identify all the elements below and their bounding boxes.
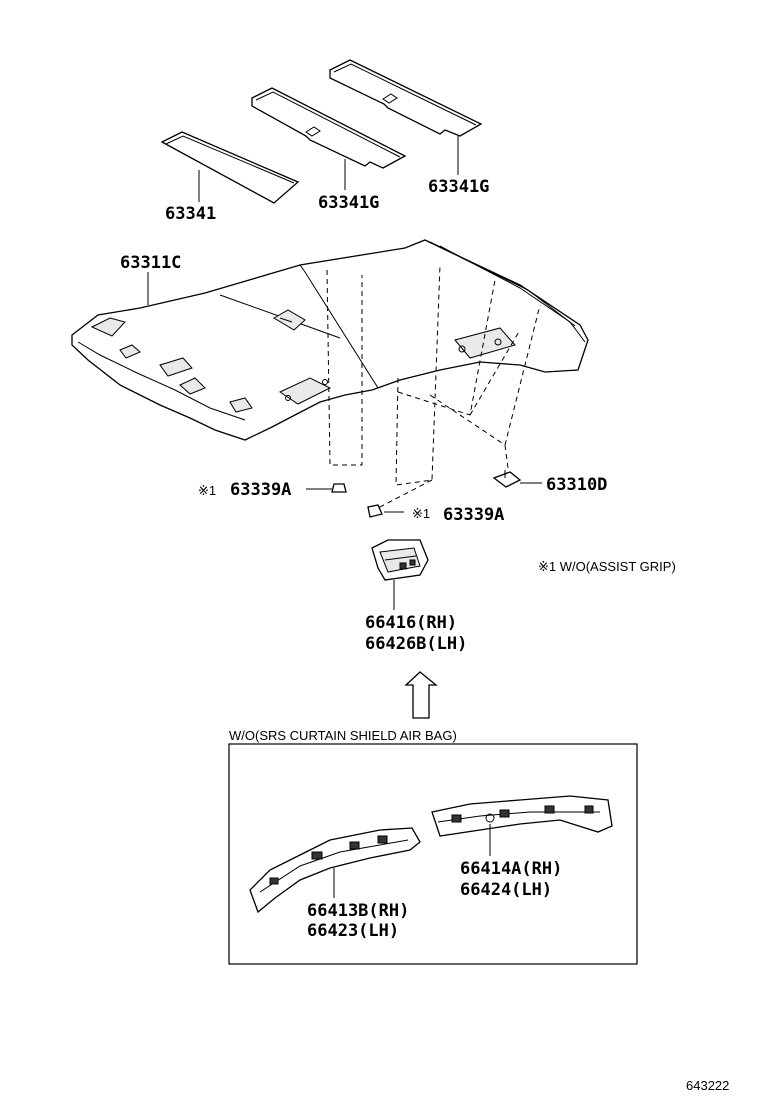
label-63339a-center: 63339A: [443, 505, 504, 525]
label-63341g-rear: 63341G: [428, 177, 489, 197]
variant-box: [228, 743, 638, 965]
label-66423-lh: 66423(LH): [307, 921, 399, 941]
headliner: [71, 239, 589, 441]
rail-front: [249, 827, 421, 914]
clip-63310d: [492, 470, 542, 488]
pad-rear: [329, 59, 483, 137]
assist-grip-note: ※1 W/O(ASSIST GRIP): [538, 559, 676, 574]
pad-front: [160, 131, 300, 204]
label-66414a-rh: 66414A(RH): [460, 859, 562, 879]
label-63341: 63341: [165, 204, 216, 224]
label-63311c: 63311C: [120, 253, 181, 273]
label-66416-rh: 66416(RH): [365, 613, 457, 633]
box-caption: W/O(SRS CURTAIN SHIELD AIR BAG): [229, 728, 457, 743]
label-63341g-mid: 63341G: [318, 193, 379, 213]
clip-63339a-left: [306, 483, 347, 493]
label-63310d: 63310D: [546, 475, 607, 495]
label-66413b-rh: 66413B(RH): [307, 901, 409, 921]
mark-left: ※1: [198, 483, 216, 498]
up-arrow-icon: [404, 671, 438, 719]
rail-rear: [431, 795, 613, 837]
clip-63339a-center: [367, 504, 404, 518]
bracket-66416: [371, 539, 429, 581]
label-66424-lh: 66424(LH): [460, 880, 552, 900]
figure-number: 643222: [686, 1078, 729, 1093]
mark-center: ※1: [412, 506, 430, 521]
label-66426b-lh: 66426B(LH): [365, 634, 467, 654]
pad-mid: [251, 87, 407, 169]
label-63339a-left: 63339A: [230, 480, 291, 500]
